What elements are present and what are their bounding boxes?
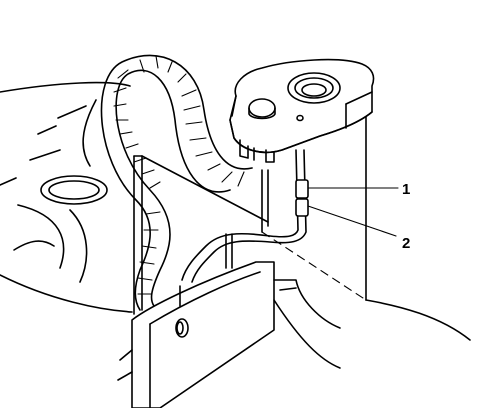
floor-hole (40, 175, 108, 205)
callout-label-1: 1 (402, 181, 410, 198)
leader-lines (307, 187, 399, 237)
floor-panel (0, 81, 133, 313)
connector-1 (295, 179, 309, 199)
wire-harness (181, 149, 307, 283)
front-bracket (117, 261, 341, 408)
callout-label-2: 2 (402, 235, 410, 252)
sensor-module (229, 58, 375, 163)
connector-2 (295, 198, 309, 217)
corrugated-conduit (100, 54, 253, 311)
